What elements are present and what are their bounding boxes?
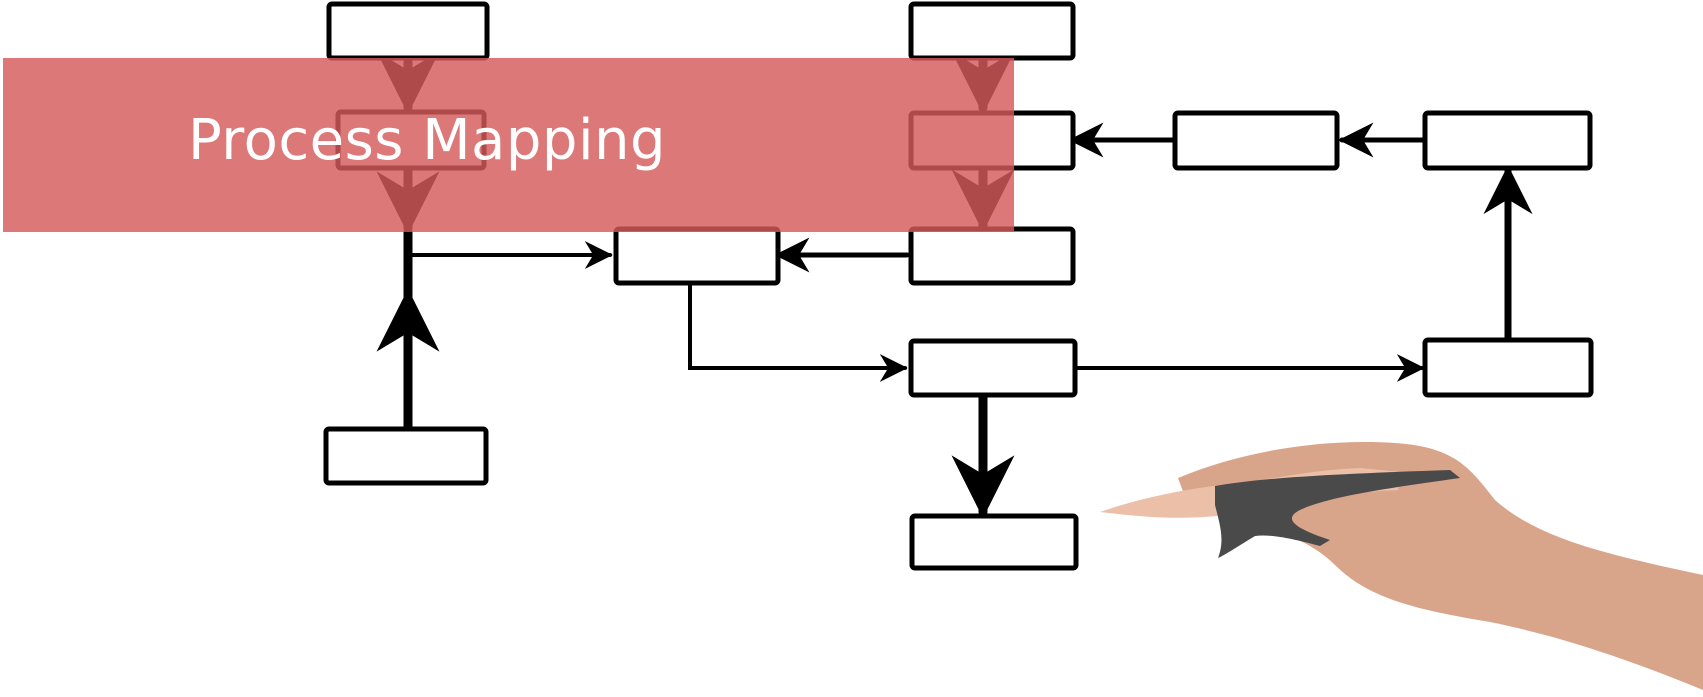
process-box: [323, 426, 489, 486]
hand-illustration: [1100, 441, 1703, 690]
process-box: [908, 338, 1078, 398]
process-box: [1172, 110, 1340, 171]
title-banner: [3, 58, 1014, 232]
process-box: [909, 513, 1079, 571]
process-box: [1422, 337, 1594, 398]
process-box: [613, 226, 781, 286]
process-box: [1422, 110, 1593, 171]
process-box: [908, 1, 1076, 61]
process-box: [908, 226, 1076, 286]
connector: [688, 281, 908, 382]
slide-title: Process Mapping: [188, 108, 667, 173]
process-box: [326, 1, 490, 61]
pen-icon: [1215, 470, 1460, 558]
